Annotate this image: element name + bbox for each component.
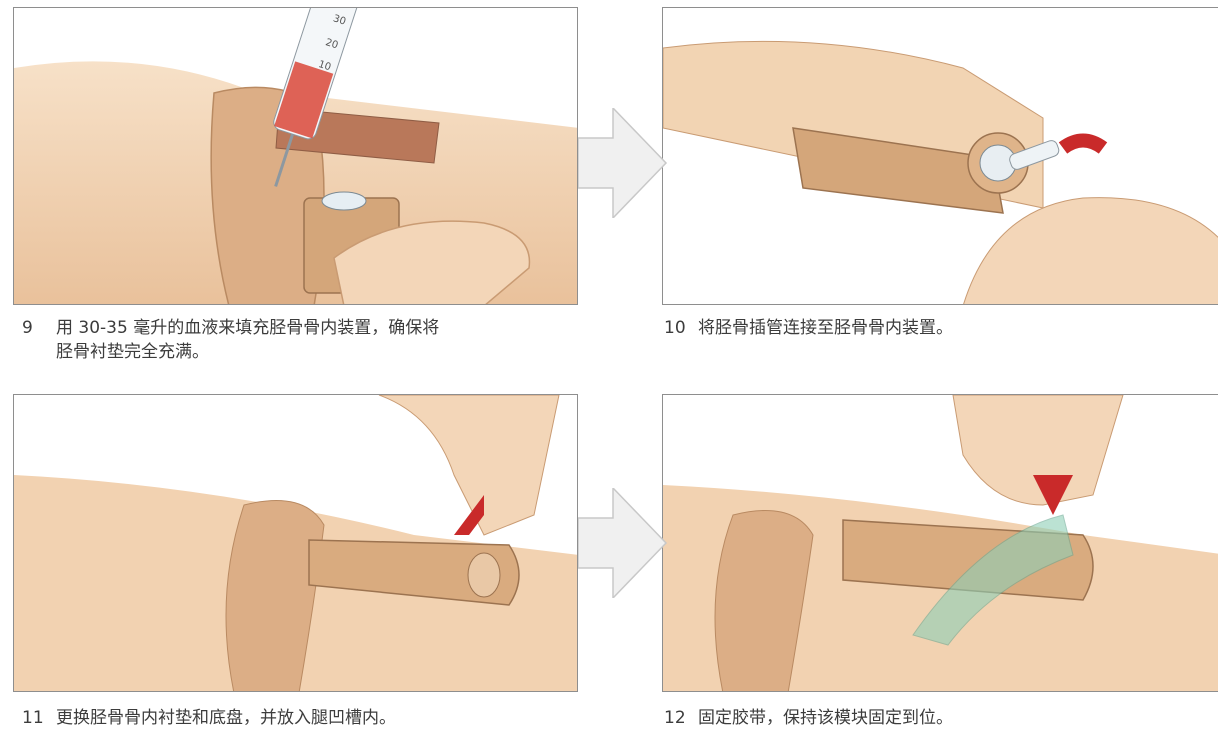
pad-port (468, 553, 500, 597)
step-10-illustration (662, 7, 1218, 305)
syringe-filling-illustration: 30 20 10 (14, 8, 578, 305)
cannula-attach-illustration (663, 8, 1218, 305)
step-text: 更换胫骨骨内衬垫和底盘，并放入腿凹槽内。 (56, 706, 396, 730)
next-step-arrow-icon (578, 108, 668, 218)
step-text-line-2: 胫骨衬垫完全充满。 (56, 342, 209, 362)
step-text: 用 30-35 毫升的血液来填充胫骨骨内装置，确保将 胫骨衬垫完全充满。 (56, 316, 596, 364)
hand-shape (953, 395, 1123, 505)
step-number: 9 (22, 316, 33, 340)
secure-tape-illustration (663, 395, 1218, 692)
step-number: 11 (22, 706, 44, 730)
io-port (322, 192, 366, 210)
step-text: 固定胶带，保持该模块固定到位。 (698, 706, 953, 730)
next-step-arrow-icon (578, 488, 668, 598)
hand-right-shape (963, 198, 1218, 305)
step-9-illustration: 30 20 10 (13, 7, 578, 305)
rotate-arrow-icon (1063, 141, 1103, 149)
step-12-illustration (662, 394, 1218, 692)
step-text: 将胫骨插管连接至胫骨骨内装置。 (698, 316, 953, 340)
hand-shape (379, 395, 559, 535)
step-number: 10 (664, 316, 686, 340)
replace-pad-illustration (14, 395, 578, 692)
step-11-illustration (13, 394, 578, 692)
step-number: 12 (664, 706, 686, 730)
step-text-line-1: 用 30-35 毫升的血液来填充胫骨骨内装置，确保将 (56, 318, 439, 338)
